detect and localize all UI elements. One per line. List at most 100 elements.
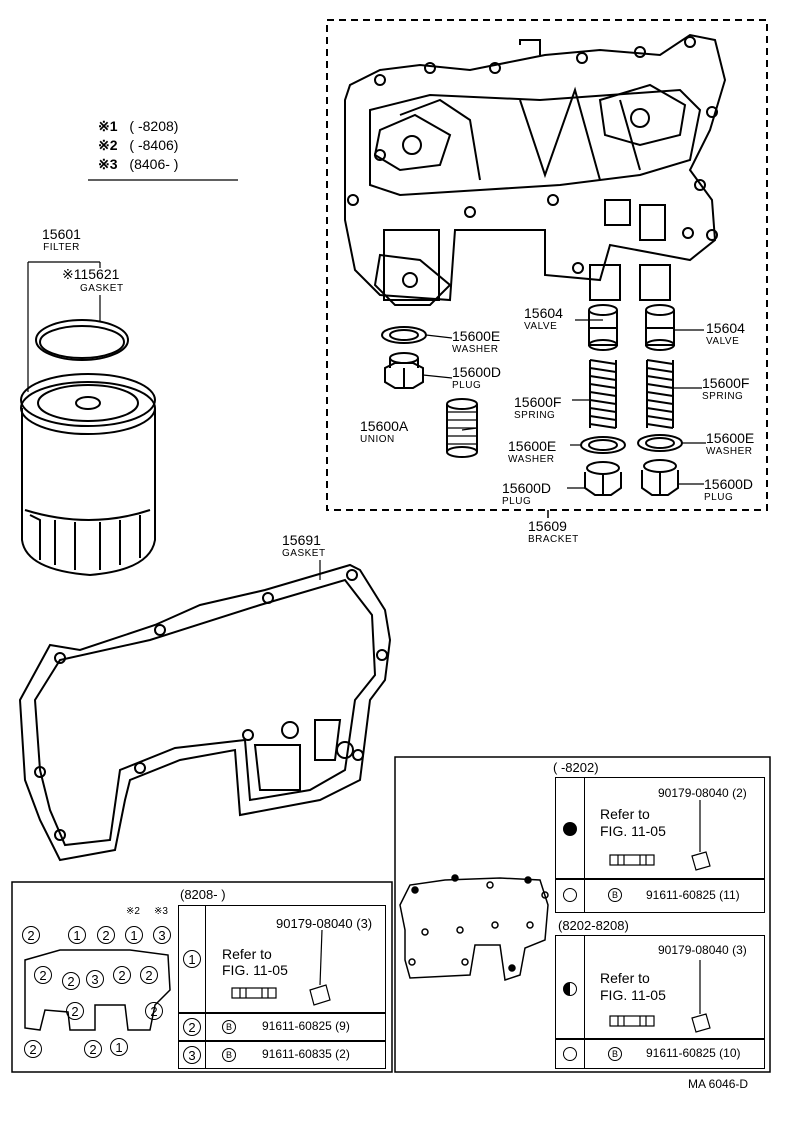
legend-circle: 2 [97, 926, 115, 944]
label-spring-right: 15600F SPRING [702, 375, 749, 402]
table-right-rowD-key-cell [555, 1039, 585, 1069]
note-3-mark: ※3 [98, 156, 118, 172]
table-left-mark-2: ※2 [126, 906, 140, 917]
bracket-assembly-outline [326, 19, 768, 511]
label-union: 15600A UNION [360, 418, 408, 445]
bracket-name: BRACKET [528, 534, 579, 545]
rowA-fig: FIG. 11-05 [600, 823, 666, 839]
open-circle-icon [563, 1047, 577, 1061]
table-right-rowB-key-cell [555, 879, 585, 913]
row2-bullet: B [222, 1020, 236, 1034]
label-washer-right: 15600E WASHER [706, 430, 754, 457]
rowA-part: 90179-08040 (2) [658, 786, 747, 800]
washer-right-number: 15600E [706, 430, 755, 446]
stud-bolt-right-a [609, 854, 655, 866]
table-right-rowA-key-cell [555, 777, 585, 879]
legend-circle: 2 [24, 1040, 42, 1058]
label-plug-mid: 15600D PLUG [502, 480, 551, 507]
label-spring-left: 15600F SPRING [514, 394, 561, 421]
half-filled-circle-icon [563, 982, 577, 996]
table-right-header2: (8202-8208) [558, 918, 629, 933]
label-bracket: 15609 BRACKET [528, 518, 579, 545]
plug-mid [584, 461, 622, 496]
plug-left-number: 15600D [452, 364, 502, 380]
label-gasket: 15691 GASKET [282, 532, 326, 559]
bolt-table-right [394, 756, 771, 1073]
row1-part: 90179-08040 (3) [276, 916, 373, 931]
legend-circle: 2 [66, 1002, 84, 1020]
rowA-refer: Refer to [600, 806, 650, 822]
spring-right [646, 359, 674, 429]
note-3-range: (8406- ) [129, 156, 179, 172]
washer-right-name: WASHER [706, 446, 753, 457]
bracket-number: 15609 [528, 518, 567, 534]
label-plug-right: 15600D PLUG [704, 476, 753, 503]
filter-number: 15601 [42, 226, 81, 242]
label-filter-gasket: ※115621 GASKET [62, 266, 124, 294]
rowC-fig: FIG. 11-05 [600, 987, 666, 1003]
table-left-header: (8208- ) [180, 887, 226, 902]
legend-circle: 2 [22, 926, 40, 944]
plug-mid-name: PLUG [502, 496, 532, 507]
rowB-part: 91611-60825 (11) [646, 888, 740, 902]
gasket-number: 15691 [282, 532, 321, 548]
plug-right-number: 15600D [704, 476, 754, 492]
union-number: 15600A [360, 418, 409, 434]
legend-circle: 1 [68, 926, 86, 944]
washer-left-name: WASHER [452, 344, 499, 355]
open-circle-icon [563, 888, 577, 902]
legend-circle: 1 [110, 1038, 128, 1056]
table-left-row3-key-cell [178, 1041, 206, 1069]
table-left-row1-key-cell [178, 905, 206, 1013]
rowB-bullet: B [608, 888, 622, 902]
union-name: UNION [360, 434, 395, 445]
filled-circle-icon [563, 822, 577, 836]
washer-left-number: 15600E [452, 328, 501, 344]
note-1: ※1 ( -8208) [98, 118, 178, 135]
legend-circle: 2 [34, 966, 52, 984]
spring-right-name: SPRING [702, 391, 744, 402]
note-3: ※3 (8406- ) [98, 156, 178, 173]
washer-mid-name: WASHER [508, 454, 555, 465]
rowD-bullet: B [608, 1047, 622, 1061]
table-right-header1: ( -8202) [553, 760, 599, 775]
row3-bullet: B [222, 1048, 236, 1062]
plug-right-name: PLUG [704, 492, 734, 503]
legend-circle: 3 [86, 970, 104, 988]
legend-circle: 3 [153, 926, 171, 944]
note-1-range: ( -8208) [129, 118, 179, 134]
label-washer-left: 15600E WASHER [452, 328, 500, 355]
bolt-layout-right [399, 874, 549, 981]
legend-circle: 1 [125, 926, 143, 944]
valve-left [588, 304, 618, 351]
row3-key: 3 [183, 1046, 201, 1064]
table-left-row2-key-cell [178, 1013, 206, 1041]
label-valve-right: 15604 VALVE [706, 320, 745, 347]
row2-key: 2 [183, 1018, 201, 1036]
legend-circle: 2 [145, 1002, 163, 1020]
rowD-part: 91611-60825 (10) [646, 1046, 741, 1060]
stud-bolt-left [231, 987, 277, 999]
filter-gasket-number: ※115621 [62, 266, 120, 282]
stud-bolt-right-b [609, 1015, 655, 1027]
label-plug-left: 15600D PLUG [452, 364, 501, 391]
spring-left [589, 359, 617, 429]
legend-circle: 2 [84, 1040, 102, 1058]
nut-right-a [691, 800, 711, 871]
row1-fig: FIG. 11-05 [222, 962, 288, 978]
oil-filter [20, 373, 156, 577]
legend-circle: 2 [140, 966, 158, 984]
spring-left-name: SPRING [514, 410, 556, 421]
note-2: ※2 ( -8406) [98, 137, 178, 154]
table-right-rowC-key-cell [555, 935, 585, 1039]
gasket-name: GASKET [282, 548, 326, 559]
bolt-layout-left [24, 949, 171, 1031]
note-1-mark: ※1 [98, 118, 118, 134]
label-washer-mid: 15600E WASHER [508, 438, 556, 465]
filter-gasket [35, 319, 129, 361]
rowC-refer: Refer to [600, 970, 650, 986]
row1-key: 1 [183, 950, 201, 968]
valve-right-name: VALVE [706, 336, 740, 347]
washer-mid-number: 15600E [508, 438, 557, 454]
